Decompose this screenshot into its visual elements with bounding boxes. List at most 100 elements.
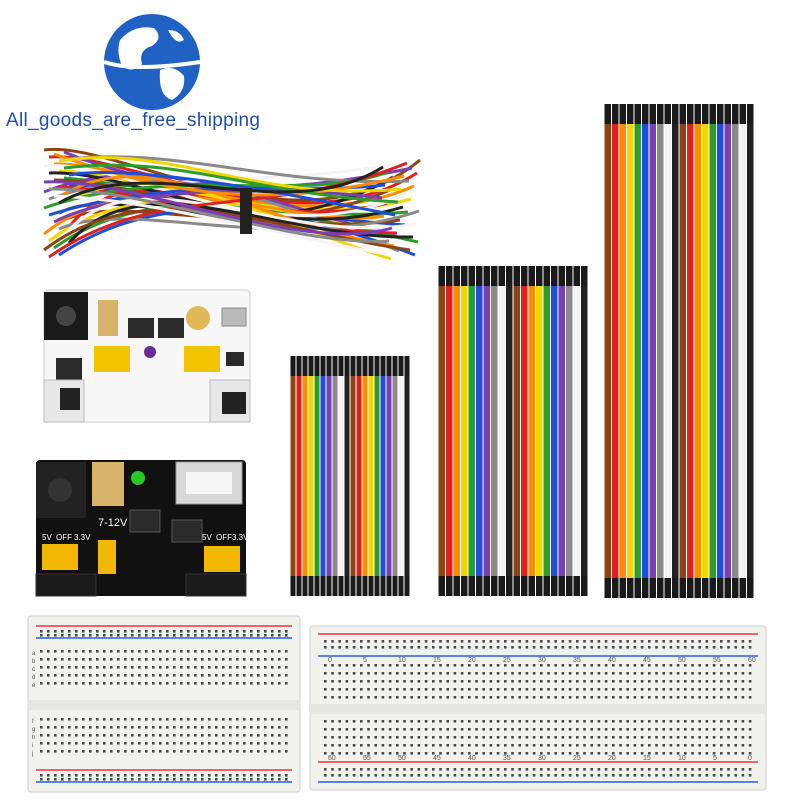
breadboard-hole xyxy=(410,688,413,691)
breadboard-hole xyxy=(180,682,183,685)
breadboard-hole xyxy=(604,664,608,667)
breadboard-hole xyxy=(388,768,392,771)
breadboard-hole xyxy=(655,720,658,723)
breadboard-hole xyxy=(61,734,64,737)
breadboard-hole xyxy=(504,768,507,771)
breadboard-hole xyxy=(345,688,349,691)
breadboard-hole xyxy=(96,734,99,737)
ribbon-wire xyxy=(604,122,611,580)
breadboard-hole xyxy=(482,680,485,683)
breadboard-hole xyxy=(250,734,253,737)
breadboard-hole xyxy=(460,744,464,747)
breadboard-hole xyxy=(525,696,529,699)
breadboard-hole xyxy=(633,688,637,691)
breadboard-hole xyxy=(424,728,428,731)
breadboard-hole xyxy=(40,634,43,637)
dupont-connector xyxy=(724,578,731,598)
breadboard-hole xyxy=(285,650,288,653)
breadboard-hole xyxy=(360,736,363,739)
breadboard-hole xyxy=(201,778,204,781)
breadboard-hole xyxy=(583,672,586,675)
breadboard-hole xyxy=(285,734,288,737)
breadboard-hole xyxy=(166,734,169,737)
breadboard-hole xyxy=(403,752,406,755)
breadboard-hole xyxy=(117,742,120,745)
breadboard-hole xyxy=(554,696,557,699)
dupont-connector xyxy=(521,266,528,286)
breadboard-hole xyxy=(532,752,536,755)
breadboard-hole xyxy=(648,688,651,691)
breadboard-hole xyxy=(748,680,752,683)
breadboard-hole xyxy=(208,750,211,753)
breadboard-hole xyxy=(410,672,413,675)
breadboard-hole xyxy=(403,744,406,747)
breadboard-hole xyxy=(82,778,85,781)
breadboard-hole xyxy=(374,696,377,699)
dupont-connector xyxy=(290,356,296,376)
breadboard-hole xyxy=(432,680,435,683)
breadboard-hole xyxy=(47,666,50,669)
column-number: 40 xyxy=(608,657,616,664)
breadboard-hole xyxy=(741,736,745,739)
breadboard-hole xyxy=(576,696,579,699)
breadboard-hole xyxy=(626,672,629,675)
dupont-connector xyxy=(649,578,656,598)
breadboard-hole xyxy=(540,752,543,755)
breadboard-hole xyxy=(166,718,169,721)
breadboard-hole xyxy=(482,736,485,739)
breadboard-hole xyxy=(504,744,507,747)
breadboard-hole xyxy=(61,682,64,685)
breadboard-hole xyxy=(547,688,550,691)
breadboard-hole xyxy=(720,774,723,777)
breadboard-hole xyxy=(396,688,399,691)
breadboard-hole xyxy=(117,650,120,653)
ribbon-wire xyxy=(468,284,475,578)
breadboard-hole xyxy=(138,630,141,633)
breadboard-hole xyxy=(583,774,586,777)
breadboard-hole xyxy=(741,768,745,771)
breadboard-hole xyxy=(89,658,92,661)
breadboard-hole xyxy=(669,640,673,643)
breadboard-hole xyxy=(215,634,218,637)
dupont-connector xyxy=(694,578,701,598)
breadboard-hole xyxy=(705,720,709,723)
breadboard-hole xyxy=(47,742,50,745)
breadboard-hole xyxy=(662,680,665,683)
dupont-connector xyxy=(694,104,701,124)
breadboard-hole xyxy=(597,752,601,755)
ribbon-wire xyxy=(702,122,709,580)
breadboard-hole xyxy=(89,630,92,633)
breadboard-hole xyxy=(352,664,356,667)
breadboard-hole xyxy=(525,720,529,723)
breadboard-hole xyxy=(180,630,183,633)
breadboard-hole xyxy=(698,774,701,777)
dupont-connector xyxy=(392,356,398,376)
breadboard-hole xyxy=(604,744,608,747)
ribbon-wire xyxy=(362,374,368,578)
breadboard-hole xyxy=(475,728,478,731)
breadboard-hole xyxy=(236,778,239,781)
breadboard-hole xyxy=(684,752,687,755)
breadboard-hole xyxy=(712,646,716,649)
breadboard-hole xyxy=(173,726,176,729)
column-number: 55 xyxy=(363,755,371,762)
breadboard-hole xyxy=(367,640,370,643)
column-number: 5 xyxy=(713,755,717,762)
breadboard-hole xyxy=(511,680,514,683)
breadboard-hole xyxy=(374,720,377,723)
breadboard-hole xyxy=(187,734,190,737)
breadboard-hole xyxy=(525,672,529,675)
breadboard-hole xyxy=(82,742,85,745)
breadboard-hole xyxy=(439,672,442,675)
breadboard-hole xyxy=(691,688,694,691)
breadboard-hole xyxy=(669,646,673,649)
breadboard-hole xyxy=(453,672,457,675)
breadboard-hole xyxy=(417,664,421,667)
breadboard-hole xyxy=(250,666,253,669)
breadboard-hole xyxy=(145,726,148,729)
breadboard-hole xyxy=(410,768,413,771)
ribbon-wire xyxy=(296,374,302,578)
breadboard-hole xyxy=(152,742,155,745)
dupont-connector xyxy=(314,576,320,596)
breadboard-hole xyxy=(727,728,730,731)
